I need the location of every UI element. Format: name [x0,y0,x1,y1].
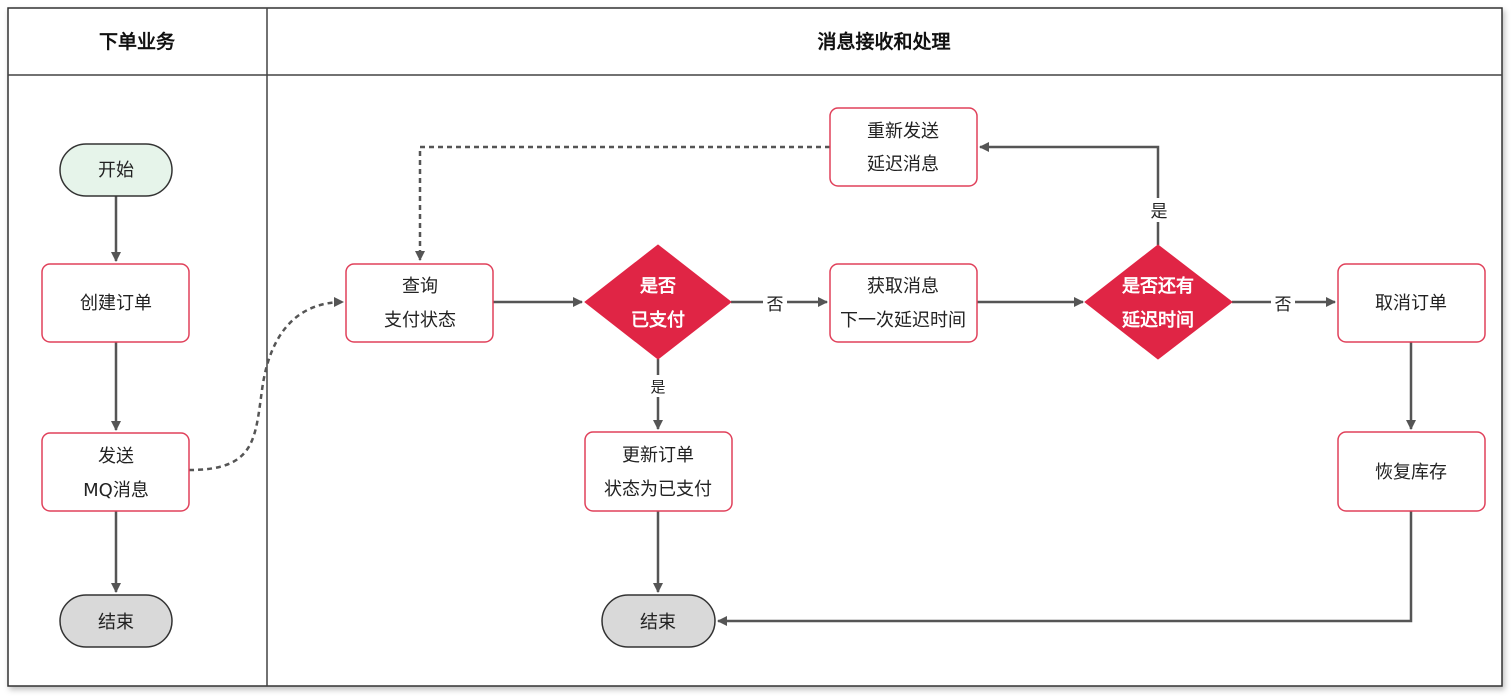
edge-label-ispaid-no: 否 [767,295,784,315]
edge-label-ispaid-yes: 是 [650,378,665,396]
restore-stock-box [1337,431,1486,512]
start-terminal [59,143,173,197]
node-end-middle: 结束 [601,594,716,648]
query-payment-box [345,263,494,343]
lane-header-order-business: 下单业务 [99,30,176,53]
is-paid-label-line1: 是否 [639,276,676,297]
edge-label-hasdelay-no: 否 [1275,295,1292,315]
update-order-box [584,431,733,512]
node-has-delay: 是否还有 延迟时间 [1084,244,1233,360]
node-is-paid: 是否 已支付 [584,244,732,360]
end-middle-label: 结束 [640,612,676,633]
start-label: 开始 [98,160,134,181]
end-middle-terminal [601,594,716,648]
is-paid-label-line2: 已支付 [631,309,685,331]
node-create-order: 创建订单 [41,263,190,343]
send-mq-label-line1: 发送 [98,446,134,467]
get-message-box [829,263,978,343]
end-left-terminal [59,594,173,648]
node-get-message: 获取消息 下一次延迟时间 [829,263,978,343]
node-cancel-order: 取消订单 [1337,263,1486,343]
edge-label-bg [648,375,668,397]
query-payment-label-line1: 查询 [402,276,438,297]
send-mq-label-line2: MQ消息 [83,480,149,501]
edge-label-bg [1147,198,1171,222]
edge-label-bg [763,290,787,314]
restore-stock-label: 恢复库存 [1375,462,1447,483]
cancel-order-box [1337,263,1486,343]
resend-label-line2: 延迟消息 [867,154,939,175]
node-send-mq: 发送 MQ消息 [41,432,190,512]
node-query-payment: 查询 支付状态 [345,263,494,343]
lane-header-message-processing: 消息接收和处理 [817,30,950,53]
send-mq-box [41,432,190,512]
has-delay-diamond [1084,244,1233,360]
edge-restore-to-end [717,511,1413,626]
update-order-label-line2: 状态为已支付 [604,479,712,500]
diagram-frame [7,7,1503,687]
node-restore-stock: 恢复库存 [1337,431,1486,512]
resend-box [829,107,978,187]
edge-send-to-query-dotted [188,297,344,472]
has-delay-label-line1: 是否还有 [1121,275,1194,297]
create-order-label: 创建订单 [80,293,152,314]
node-resend: 重新发送 延迟消息 [829,107,978,187]
is-paid-diamond [584,244,732,360]
edges [111,142,1416,626]
cancel-order-label: 取消订单 [1375,293,1447,314]
edge-resend-to-query-dotted [415,145,830,261]
get-message-label-line2: 下一次延迟时间 [840,310,966,331]
node-end-left: 结束 [59,594,173,648]
edge-label-hasdelay-yes: 是 [1151,202,1168,222]
query-payment-label-line2: 支付状态 [384,310,456,331]
edge-label-bg [1271,290,1295,314]
has-delay-label-line2: 延迟时间 [1121,310,1194,331]
resend-label-line1: 重新发送 [867,121,939,142]
node-update-order: 更新订单 状态为已支付 [584,431,733,512]
end-left-label: 结束 [98,612,134,633]
node-start: 开始 [59,143,173,197]
update-order-label-line1: 更新订单 [622,445,694,466]
get-message-label-line1: 获取消息 [867,276,939,297]
create-order-box [41,263,190,343]
